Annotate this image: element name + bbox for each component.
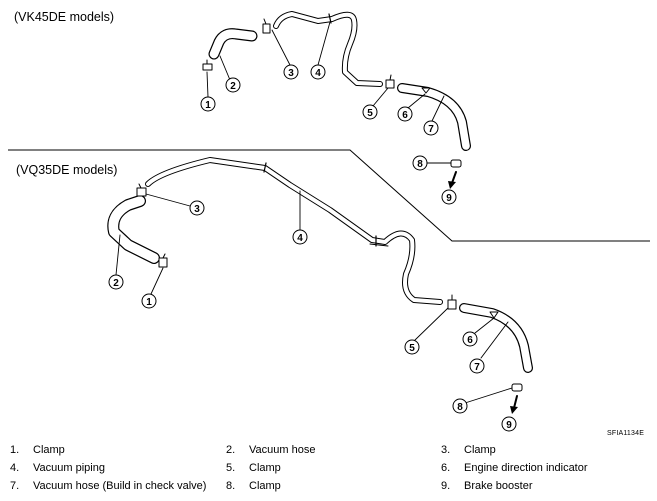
vk45de-diagram bbox=[202, 11, 471, 189]
legend-number: 6. bbox=[441, 462, 451, 474]
legend-number: 4. bbox=[10, 462, 20, 474]
legend-number: 5. bbox=[226, 462, 236, 474]
vk45de-clamp-1 bbox=[202, 59, 213, 71]
legend-number: 2. bbox=[226, 444, 236, 456]
section-title-vq35de: (VQ35DE models) bbox=[16, 163, 118, 177]
vk45de-clamp-3 bbox=[262, 18, 271, 34]
svg-text:3: 3 bbox=[288, 68, 294, 79]
vq35de-clamp-8 bbox=[511, 383, 523, 392]
legend-label: Clamp bbox=[249, 480, 281, 492]
vq35de-leader-lines bbox=[115, 190, 513, 404]
callouts-top: 1 2 3 4 5 6 7 8 9 bbox=[200, 64, 457, 205]
legend-label: Engine direction indicator bbox=[464, 462, 588, 474]
legend-label: Vacuum hose (Build in check valve) bbox=[33, 480, 207, 492]
svg-text:3: 3 bbox=[194, 204, 200, 215]
vq35de-booster-arrow bbox=[510, 395, 518, 414]
svg-text:9: 9 bbox=[446, 193, 452, 204]
svg-text:6: 6 bbox=[467, 335, 473, 346]
svg-text:2: 2 bbox=[113, 278, 119, 289]
svg-text:1: 1 bbox=[205, 100, 211, 111]
legend-label: Clamp bbox=[464, 444, 496, 456]
callout-bottom-5: 5 bbox=[404, 339, 420, 355]
legend-label: Brake booster bbox=[464, 480, 533, 492]
svg-text:5: 5 bbox=[409, 343, 415, 354]
legend-number: 3. bbox=[441, 444, 451, 456]
svg-text:5: 5 bbox=[367, 108, 373, 119]
callout-top-5: 5 bbox=[362, 104, 378, 120]
legend-label: Vacuum hose bbox=[249, 444, 316, 456]
vq35de-vacuum-hose bbox=[107, 195, 160, 264]
legend-number: 8. bbox=[226, 480, 236, 492]
callout-bottom-8: 8 bbox=[452, 398, 468, 414]
callout-bottom-4: 4 bbox=[292, 229, 308, 245]
svg-text:8: 8 bbox=[457, 402, 463, 413]
vk45de-vacuum-hose bbox=[208, 28, 258, 60]
svg-text:7: 7 bbox=[474, 362, 480, 373]
callouts-bottom: 1 2 3 4 5 6 7 8 9 bbox=[108, 200, 517, 432]
callout-top-7: 7 bbox=[423, 120, 439, 136]
vq35de-vacuum-piping bbox=[145, 157, 443, 305]
svg-text:4: 4 bbox=[315, 68, 321, 79]
vq35de-clamp-5 bbox=[447, 294, 457, 310]
callout-top-1: 1 bbox=[200, 96, 216, 112]
callout-bottom-2: 2 bbox=[108, 274, 124, 290]
vq35de-diagram bbox=[107, 157, 533, 414]
callout-bottom-7: 7 bbox=[469, 358, 485, 374]
legend-number: 1. bbox=[10, 444, 20, 456]
legend-number: 9. bbox=[441, 480, 451, 492]
callout-top-4: 4 bbox=[310, 64, 326, 80]
section-title-vk45de: (VK45DE models) bbox=[14, 10, 115, 24]
vk45de-clamp-5 bbox=[385, 74, 395, 89]
callout-top-3: 3 bbox=[283, 64, 299, 80]
callout-bottom-3: 3 bbox=[189, 200, 205, 216]
svg-text:6: 6 bbox=[402, 110, 408, 121]
vq35de-clamp-3 bbox=[136, 183, 147, 197]
svg-text:8: 8 bbox=[417, 159, 423, 170]
callout-top-8: 8 bbox=[412, 155, 428, 171]
callout-top-9: 9 bbox=[441, 189, 457, 205]
svg-text:4: 4 bbox=[297, 233, 303, 244]
svg-text:2: 2 bbox=[230, 81, 236, 92]
legend-number: 7. bbox=[10, 480, 20, 492]
section-divider bbox=[8, 149, 650, 242]
vk45de-booster-arrow bbox=[448, 171, 457, 189]
callout-bottom-1: 1 bbox=[141, 293, 157, 309]
vk45de-clamp-8 bbox=[450, 159, 462, 168]
svg-text:7: 7 bbox=[428, 124, 434, 135]
vq35de-check-valve-hose bbox=[459, 303, 533, 373]
vq35de-clamp-1 bbox=[158, 253, 168, 268]
legend-label: Clamp bbox=[33, 444, 65, 456]
vk45de-check-valve-hose bbox=[397, 83, 471, 151]
callout-bottom-6: 6 bbox=[462, 331, 478, 347]
vk45de-vacuum-piping bbox=[273, 11, 383, 87]
callout-top-6: 6 bbox=[397, 106, 413, 122]
svg-text:1: 1 bbox=[146, 297, 152, 308]
vk45de-leader-lines bbox=[206, 21, 452, 164]
callout-top-2: 2 bbox=[225, 77, 241, 93]
svg-text:9: 9 bbox=[506, 420, 512, 431]
figure-code: SFIA1134E bbox=[607, 430, 645, 437]
callout-bottom-9: 9 bbox=[501, 416, 517, 432]
legend-label: Clamp bbox=[249, 462, 281, 474]
legend-label: Vacuum piping bbox=[33, 462, 105, 474]
